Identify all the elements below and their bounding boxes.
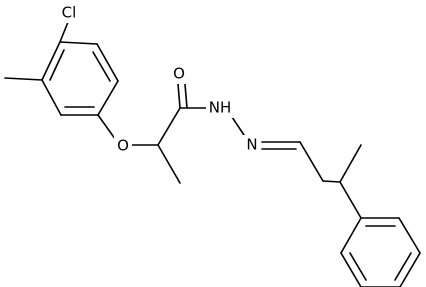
bond-ring2-f (340, 217, 362, 254)
bond-ring2-b (398, 217, 421, 254)
atom-label-cl: Cl (62, 4, 77, 22)
bond-ring1-e (41, 79, 62, 116)
bond-ch-ch2 (299, 141, 324, 182)
atom-label-n: N (246, 136, 257, 154)
atom-o-carbonyl: O (170, 64, 188, 84)
bond-ring2-c (399, 252, 421, 287)
atom-label-o-carbonyl: O (173, 65, 185, 83)
bond-ring1-b (96, 43, 119, 82)
atom-labels: Cl O O NH N (52, 3, 261, 156)
bond-ring1-f (41, 41, 61, 81)
bond-ring-methyl (4, 77, 43, 81)
bond-c-cl (59, 21, 69, 43)
bond-ch-methyl (157, 144, 181, 184)
atom-nh: NH (206, 98, 236, 118)
bond-co-a (177, 83, 181, 109)
atom-label-o-ether: O (117, 137, 129, 155)
bond-ring1-f-inner (49, 49, 65, 81)
bond-ch-phenyl (339, 181, 362, 219)
atom-n: N (243, 135, 261, 155)
atom-label-nh: NH (209, 99, 232, 117)
bond-ring1-c (97, 80, 119, 116)
bonds (4, 21, 421, 287)
bond-ring1-a (59, 41, 98, 45)
atom-cl: Cl (52, 3, 86, 23)
bond-ch-carbonyl (157, 107, 181, 146)
bond-ring1-b-inner (92, 51, 111, 82)
bond-co-b (184, 83, 188, 109)
bond-ring2-c-inner (394, 252, 412, 281)
bond-ch-methyl2 (339, 144, 362, 183)
bond-ring2-e-inner (349, 252, 367, 281)
bond-ring2-e (340, 252, 362, 287)
atom-o-ether: O (114, 136, 132, 156)
bond-ch2-ch (322, 180, 341, 183)
